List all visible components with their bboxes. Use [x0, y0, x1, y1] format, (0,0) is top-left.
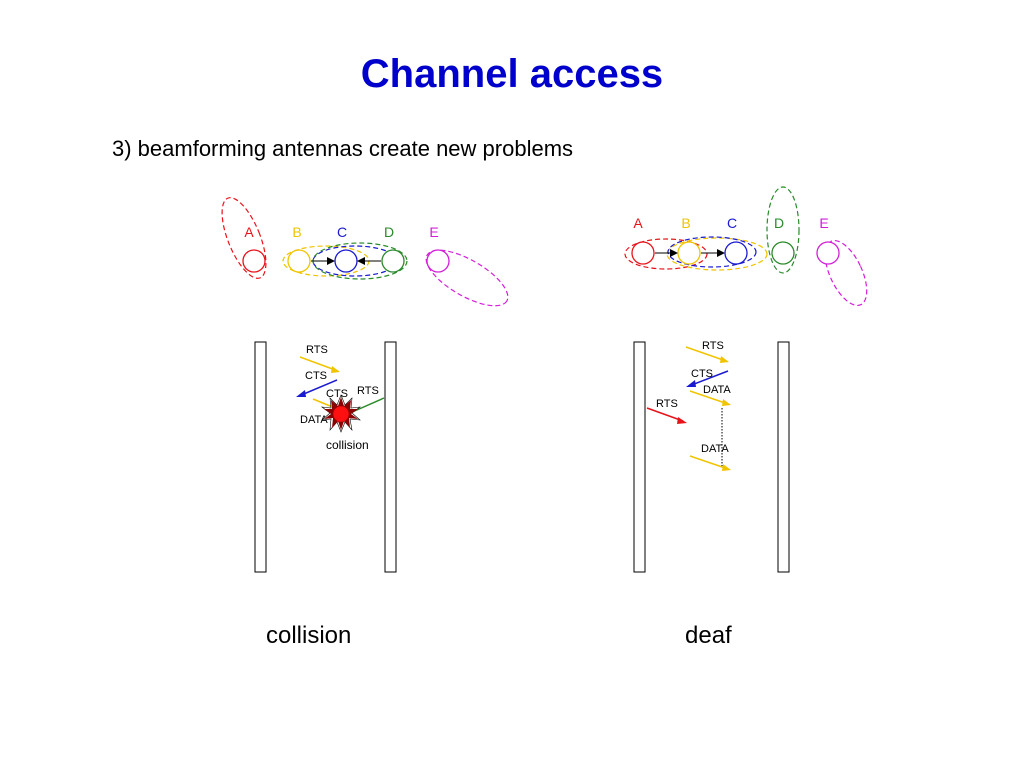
collision-burst-core: [332, 405, 350, 423]
left-node-B: [287, 249, 311, 273]
right-node-A: [631, 241, 655, 265]
left-cts-arrowhead-1: [296, 390, 306, 397]
left-label-E: E: [429, 224, 438, 240]
left-node-D: [381, 249, 405, 273]
right-cts-label: CTS: [691, 368, 713, 380]
left-label-C: C: [337, 224, 347, 240]
right-data-arrowhead-1: [722, 399, 731, 406]
right-data-label-1: DATA: [703, 384, 731, 396]
right-data-arrow-2: [689, 455, 729, 470]
page-title: Channel access: [360, 52, 664, 96]
right-data-arrowhead-2: [722, 464, 731, 471]
right-data-label-2: DATA: [701, 443, 729, 455]
right-rts-arrow-1: [685, 346, 727, 362]
left-data-label: DATA: [300, 414, 328, 426]
right-beam-D: [766, 186, 800, 274]
left-caption: collision: [266, 622, 352, 649]
right-cts-arrowhead: [686, 380, 696, 387]
right-rts-label-2: RTS: [656, 398, 678, 410]
right-label-C: C: [727, 215, 737, 231]
right-rts-label-1: RTS: [702, 340, 724, 352]
left-label-D: D: [384, 224, 394, 240]
right-data-arrow-1: [689, 390, 729, 405]
left-cts-label-1: CTS: [305, 370, 327, 382]
right-rts-arrowhead-2: [677, 417, 687, 424]
left-label-B: B: [292, 224, 301, 240]
right-label-D: D: [774, 215, 784, 231]
right-node-B: [677, 241, 701, 265]
right-timeline-bar-1: [633, 341, 646, 573]
left-timeline-bar-1: [254, 341, 267, 573]
left-rts-label-1: RTS: [306, 344, 328, 356]
right-rts-arrowhead-1: [720, 356, 729, 363]
left-collision-label: collision: [326, 438, 369, 452]
right-node-D: [771, 241, 795, 265]
left-cts-label-2: CTS: [326, 388, 348, 400]
left-node-C: [334, 249, 358, 273]
right-rts-arrow-2: [646, 407, 684, 422]
right-beam-E: [824, 239, 868, 307]
right-panel: A B C D E RTS CTS DATA RTS DATA: [624, 186, 868, 573]
right-label-A: A: [633, 215, 643, 231]
left-rts-arrowhead-1: [331, 366, 340, 373]
right-label-B: B: [681, 215, 690, 231]
left-label-A: A: [244, 224, 254, 240]
left-node-A: [242, 249, 266, 273]
right-caption: deaf: [685, 622, 732, 649]
right-timeline-bar-2: [777, 341, 790, 573]
right-beam-C: [667, 236, 757, 268]
page-subtitle: 3) beamforming antennas create new probl…: [112, 136, 574, 161]
left-timeline-bar-2: [384, 341, 397, 573]
right-label-E: E: [819, 215, 828, 231]
right-beam-B: [666, 237, 768, 271]
left-node-E: [426, 249, 450, 273]
left-rts-label-2: RTS: [357, 385, 379, 397]
left-beam-A: [221, 197, 267, 279]
left-panel: A B C D E RTS CTS DATA RTS CTS collision: [221, 197, 509, 573]
right-node-C: [724, 241, 748, 265]
right-beam-A: [624, 238, 708, 270]
left-beam-E: [425, 249, 509, 307]
right-node-E: [816, 241, 840, 265]
